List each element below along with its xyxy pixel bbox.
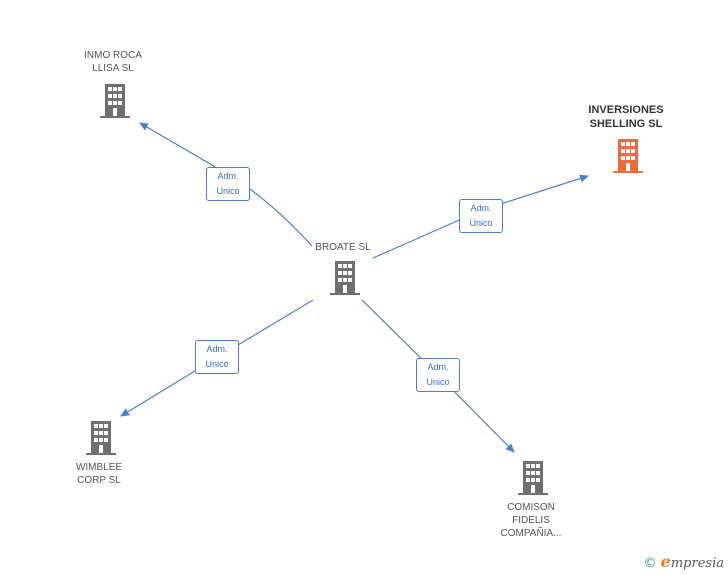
node-label-line: INVERSIONES xyxy=(588,104,664,116)
edge-label-wimblee[interactable]: Adm. Unico xyxy=(195,340,239,374)
building-icon-highlight xyxy=(613,139,643,173)
node-label-line: SHELLING SL xyxy=(589,118,663,130)
brand-initial: e xyxy=(660,552,671,571)
edge-label-comison[interactable]: Adm. Unico xyxy=(416,358,460,392)
node-label-line: FIDELIS xyxy=(512,515,550,526)
edge-label-line: Adm. xyxy=(427,362,449,372)
edge-label-line: Unico xyxy=(216,186,240,196)
edge-label-line: Adm. xyxy=(217,171,239,181)
copyright-icon: © xyxy=(643,556,657,571)
node-label-line: COMISON xyxy=(507,502,555,513)
building-icon xyxy=(86,421,116,455)
node-label-line: COMPAÑIA... xyxy=(500,528,562,539)
edge-label-line: Adm. xyxy=(470,203,492,213)
node-label-line: INMO ROCA xyxy=(84,50,142,61)
edge-label-inversiones[interactable]: Adm. Unico xyxy=(459,199,503,233)
empresia-watermark[interactable]: © empresia xyxy=(644,552,724,571)
edge-label-line: Unico xyxy=(426,377,450,387)
brand-name: mpresia xyxy=(670,556,724,571)
node-label-broate: BROATE SL xyxy=(315,242,371,253)
edge-label-line: Unico xyxy=(469,218,493,228)
edge-label-inmo[interactable]: Adm. Unico xyxy=(206,167,250,201)
edge-label-line: Unico xyxy=(205,359,229,369)
node-label-line: CORP SL xyxy=(77,475,121,486)
node-label-inmo: INMO ROCA LLISA SL xyxy=(84,49,142,75)
building-icon xyxy=(518,461,548,495)
node-label-comison: COMISON FIDELIS COMPAÑIA... xyxy=(501,501,562,540)
node-label-line: WIMBLEE xyxy=(75,462,123,473)
node-label-wimblee: WIMBLEE CORP SL xyxy=(76,461,122,487)
node-label-inversiones: INVERSIONES SHELLING SL xyxy=(588,103,663,131)
node-label-line: LLISA SL xyxy=(92,63,134,74)
building-icon xyxy=(330,261,360,295)
edge-label-line: Adm. xyxy=(206,344,228,354)
building-icon xyxy=(100,84,130,118)
